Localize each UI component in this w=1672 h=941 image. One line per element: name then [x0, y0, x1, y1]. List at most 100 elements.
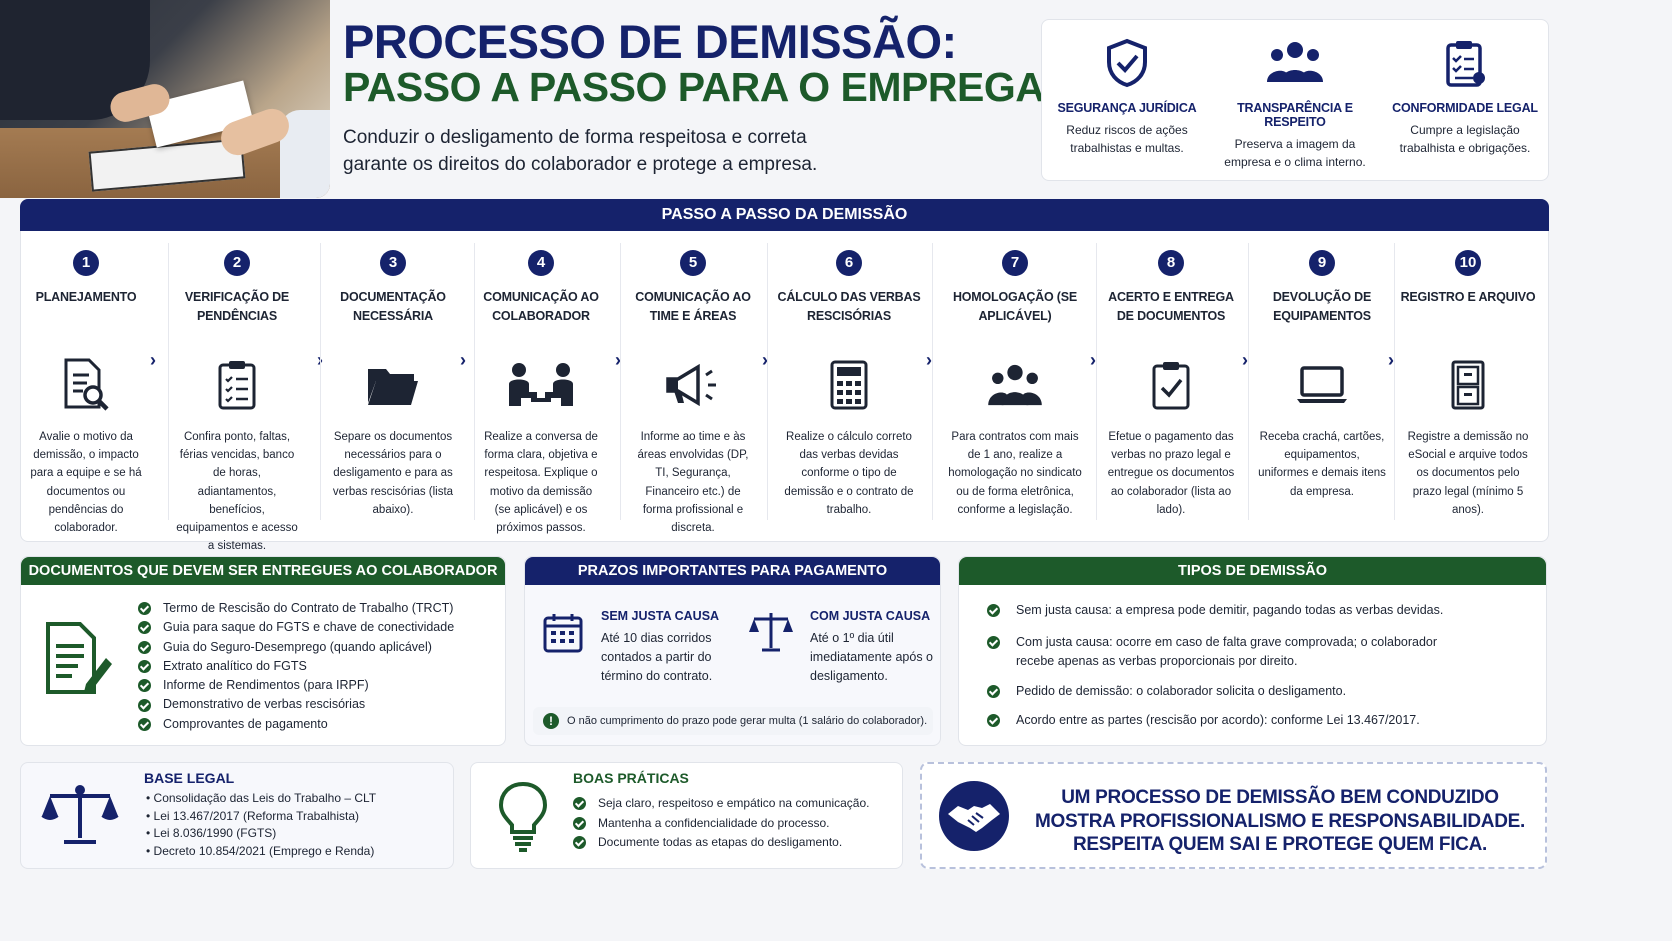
list-item: Comprovantes de pagamento [138, 715, 454, 734]
closing-message: UM PROCESSO DE DEMISSÃO BEM CONDUZIDO MO… [920, 762, 1547, 869]
list-item: • Lei 8.036/1990 (FGTS) [146, 826, 277, 840]
chevron-right-icon: › [1090, 350, 1096, 370]
deadline-warning: ! O não cumprimento do prazo pode gerar … [533, 707, 933, 735]
deadline-com-justa-causa: COM JUSTA CAUSA Até o 1º dia útil imedia… [810, 609, 933, 683]
lightbulb-icon [498, 781, 548, 852]
check-icon [573, 836, 586, 850]
step-title: PLANEJAMENTO [35, 290, 137, 304]
calendar-icon [543, 614, 583, 653]
step-3: 3 DOCUMENTAÇÃO NECESSÁRIA Separe os docu… [326, 250, 460, 519]
document-search-icon [64, 358, 109, 411]
list-item: Acordo entre as partes (rescisão por aco… [987, 711, 1537, 731]
check-icon [987, 635, 1000, 649]
step-9: 9 DEVOLUÇÃO DE EQUIPAMENTOS Receba crach… [1254, 250, 1390, 501]
chevron-right-icon: › [1242, 350, 1248, 370]
legal-title: BASE LEGAL [144, 770, 235, 786]
check-icon [138, 698, 151, 712]
closing-line2: MOSTRA PROFISSIONALISMO E RESPONSABILIDA… [1035, 810, 1525, 832]
page-title-line1: PROCESSO DE DEMISSÃO: [343, 15, 957, 68]
chevron-right-icon: › [460, 350, 466, 370]
list-item: Pedido de demissão: o colaborador solici… [987, 682, 1537, 702]
step-desc: Efetue o pagamento das verbas no prazo l… [1107, 431, 1235, 516]
step-title: DOCUMENTAÇÃO NECESSÁRIA [340, 290, 446, 323]
checklist-icon [218, 361, 256, 410]
benefit-title: CONFORMIDADE LEGAL [1392, 101, 1538, 115]
step-title: REGISTRO E ARQUIVO [1400, 290, 1536, 304]
step-desc: Avalie o motivo da demissão, o impacto p… [30, 431, 142, 535]
people-group-icon [988, 364, 1042, 406]
step-number: 6 [836, 250, 862, 276]
step-desc: Realize o cálculo correto das verbas dev… [784, 431, 914, 516]
step-number: 10 [1455, 250, 1481, 276]
types-title: TIPOS DE DEMISSÃO [959, 557, 1546, 585]
step-title: DEVOLUÇÃO DE EQUIPAMENTOS [1272, 290, 1372, 323]
benefit-desc: Reduz riscos de ações trabalhistas e mul… [1066, 123, 1188, 155]
check-icon [138, 602, 151, 616]
chevron-right-icon: › [762, 350, 768, 370]
step-desc: Informe ao time e às áreas envolvidas (D… [637, 431, 749, 535]
step-desc: Receba crachá, cartões, equipamentos, un… [1258, 431, 1386, 498]
check-icon [138, 621, 151, 635]
step-desc: Realize a conversa de forma clara, objet… [484, 431, 598, 535]
documents-title: DOCUMENTOS QUE DEVEM SER ENTREGUES AO CO… [21, 557, 505, 585]
chevron-right-icon: › [926, 350, 932, 370]
legal-list: • Consolidação das Leis do Trabalho – CL… [146, 790, 446, 860]
step-6: 6 CÁLCULO DAS VERBAS RESCISÓRIAS Realize… [776, 250, 922, 519]
chevron-right-icon: › [1388, 350, 1394, 370]
check-icon [573, 816, 586, 830]
benefit-title: TRANSPARÊNCIA E RESPEITO [1237, 101, 1353, 129]
step-number: 4 [528, 250, 554, 276]
check-icon [987, 604, 1000, 617]
check-icon [138, 717, 151, 731]
list-item: • Lei 13.467/2017 (Reforma Trabalhista) [146, 808, 359, 823]
clipboard-check-icon [1446, 41, 1485, 87]
types-list: Sem justa causa: a empresa pode demitir,… [987, 601, 1537, 731]
step-title: COMUNICAÇÃO AO TIME E ÁREAS [635, 290, 751, 323]
scales-icon [41, 785, 119, 844]
step-title: CÁLCULO DAS VERBAS RESCISÓRIAS [777, 290, 921, 323]
step-desc: Registre a demissão no eSocial e arquive… [1407, 431, 1529, 516]
list-item: Documente todas as etapas do desligament… [573, 833, 893, 853]
list-item: Termo de Rescisão do Contrato de Trabalh… [138, 599, 454, 618]
list-item: Guia do Seguro-Desemprego (quando aplicá… [138, 638, 454, 657]
document-edit-icon [46, 622, 112, 694]
step-1: 1 PLANEJAMENTO Avalie o motivo da demiss… [24, 250, 148, 537]
benefit-item: SEGURANÇA JURÍDICA Reduz riscos de ações… [1042, 20, 1212, 157]
benefit-title: SEGURANÇA JURÍDICA [1057, 101, 1197, 115]
steps-section-title: PASSO A PASSO DA DEMISSÃO [20, 199, 1549, 231]
documents-list: Termo de Rescisão do Contrato de Trabalh… [138, 599, 454, 734]
list-item: Demonstrativo de verbas rescisórias [138, 695, 454, 714]
step-8: 8 ACERTO E ENTREGA DE DOCUMENTOS Efetue … [1100, 250, 1242, 519]
list-item: Com justa causa: ocorre em caso de falta… [987, 633, 1537, 672]
meeting-icon [509, 363, 573, 406]
chevron-right-icon: › [615, 350, 621, 370]
benefit-desc: Preserva a imagem da empresa e o clima i… [1224, 137, 1366, 169]
closing-line3: RESPEITA QUEM SAI E PROTEGE QUEM FICA. [1072, 834, 1488, 855]
alert-icon: ! [543, 713, 559, 729]
list-item: Informe de Rendimentos (para IRPF) [138, 676, 454, 695]
list-item: • Decreto 10.854/2021 (Emprego e Renda) [146, 843, 375, 858]
step-title: HOMOLOGAÇÃO (SE APLICÁVEL) [952, 290, 1078, 323]
step-number: 9 [1309, 250, 1335, 276]
header-photo [0, 0, 330, 198]
benefit-item: CONFORMIDADE LEGAL Cumpre a legislação t… [1380, 20, 1550, 157]
step-2: 2 VERIFICAÇÃO DE PENDÊNCIAS Confira pont… [172, 250, 302, 555]
step-title: COMUNICAÇÃO AO COLABORADOR [483, 290, 599, 323]
list-item: Extrato analítico do FGTS [138, 657, 454, 676]
step-number: 5 [680, 250, 706, 276]
check-icon [138, 660, 151, 674]
step-title: VERIFICAÇÃO DE PENDÊNCIAS [184, 290, 290, 323]
step-desc: Para contratos com mais de 1 ano, realiz… [948, 431, 1082, 516]
list-item: Sem justa causa: a empresa pode demitir,… [987, 601, 1537, 621]
check-icon [987, 684, 1000, 698]
file-cabinet-icon [1451, 360, 1485, 410]
step-7: 7 HOMOLOGAÇÃO (SE APLICÁVEL) Para contra… [944, 250, 1086, 519]
legal-card [20, 762, 454, 869]
megaphone-icon [666, 363, 716, 407]
step-10: 10 REGISTRO E ARQUIVO Registre a demissã… [1400, 250, 1536, 519]
laptop-icon [1297, 366, 1347, 403]
list-item: Mantenha a confidencialidade do processo… [573, 814, 893, 834]
step-number: 7 [1002, 250, 1028, 276]
step-number: 2 [224, 250, 250, 276]
deadlines-title: PRAZOS IMPORTANTES PARA PAGAMENTO [525, 557, 940, 585]
